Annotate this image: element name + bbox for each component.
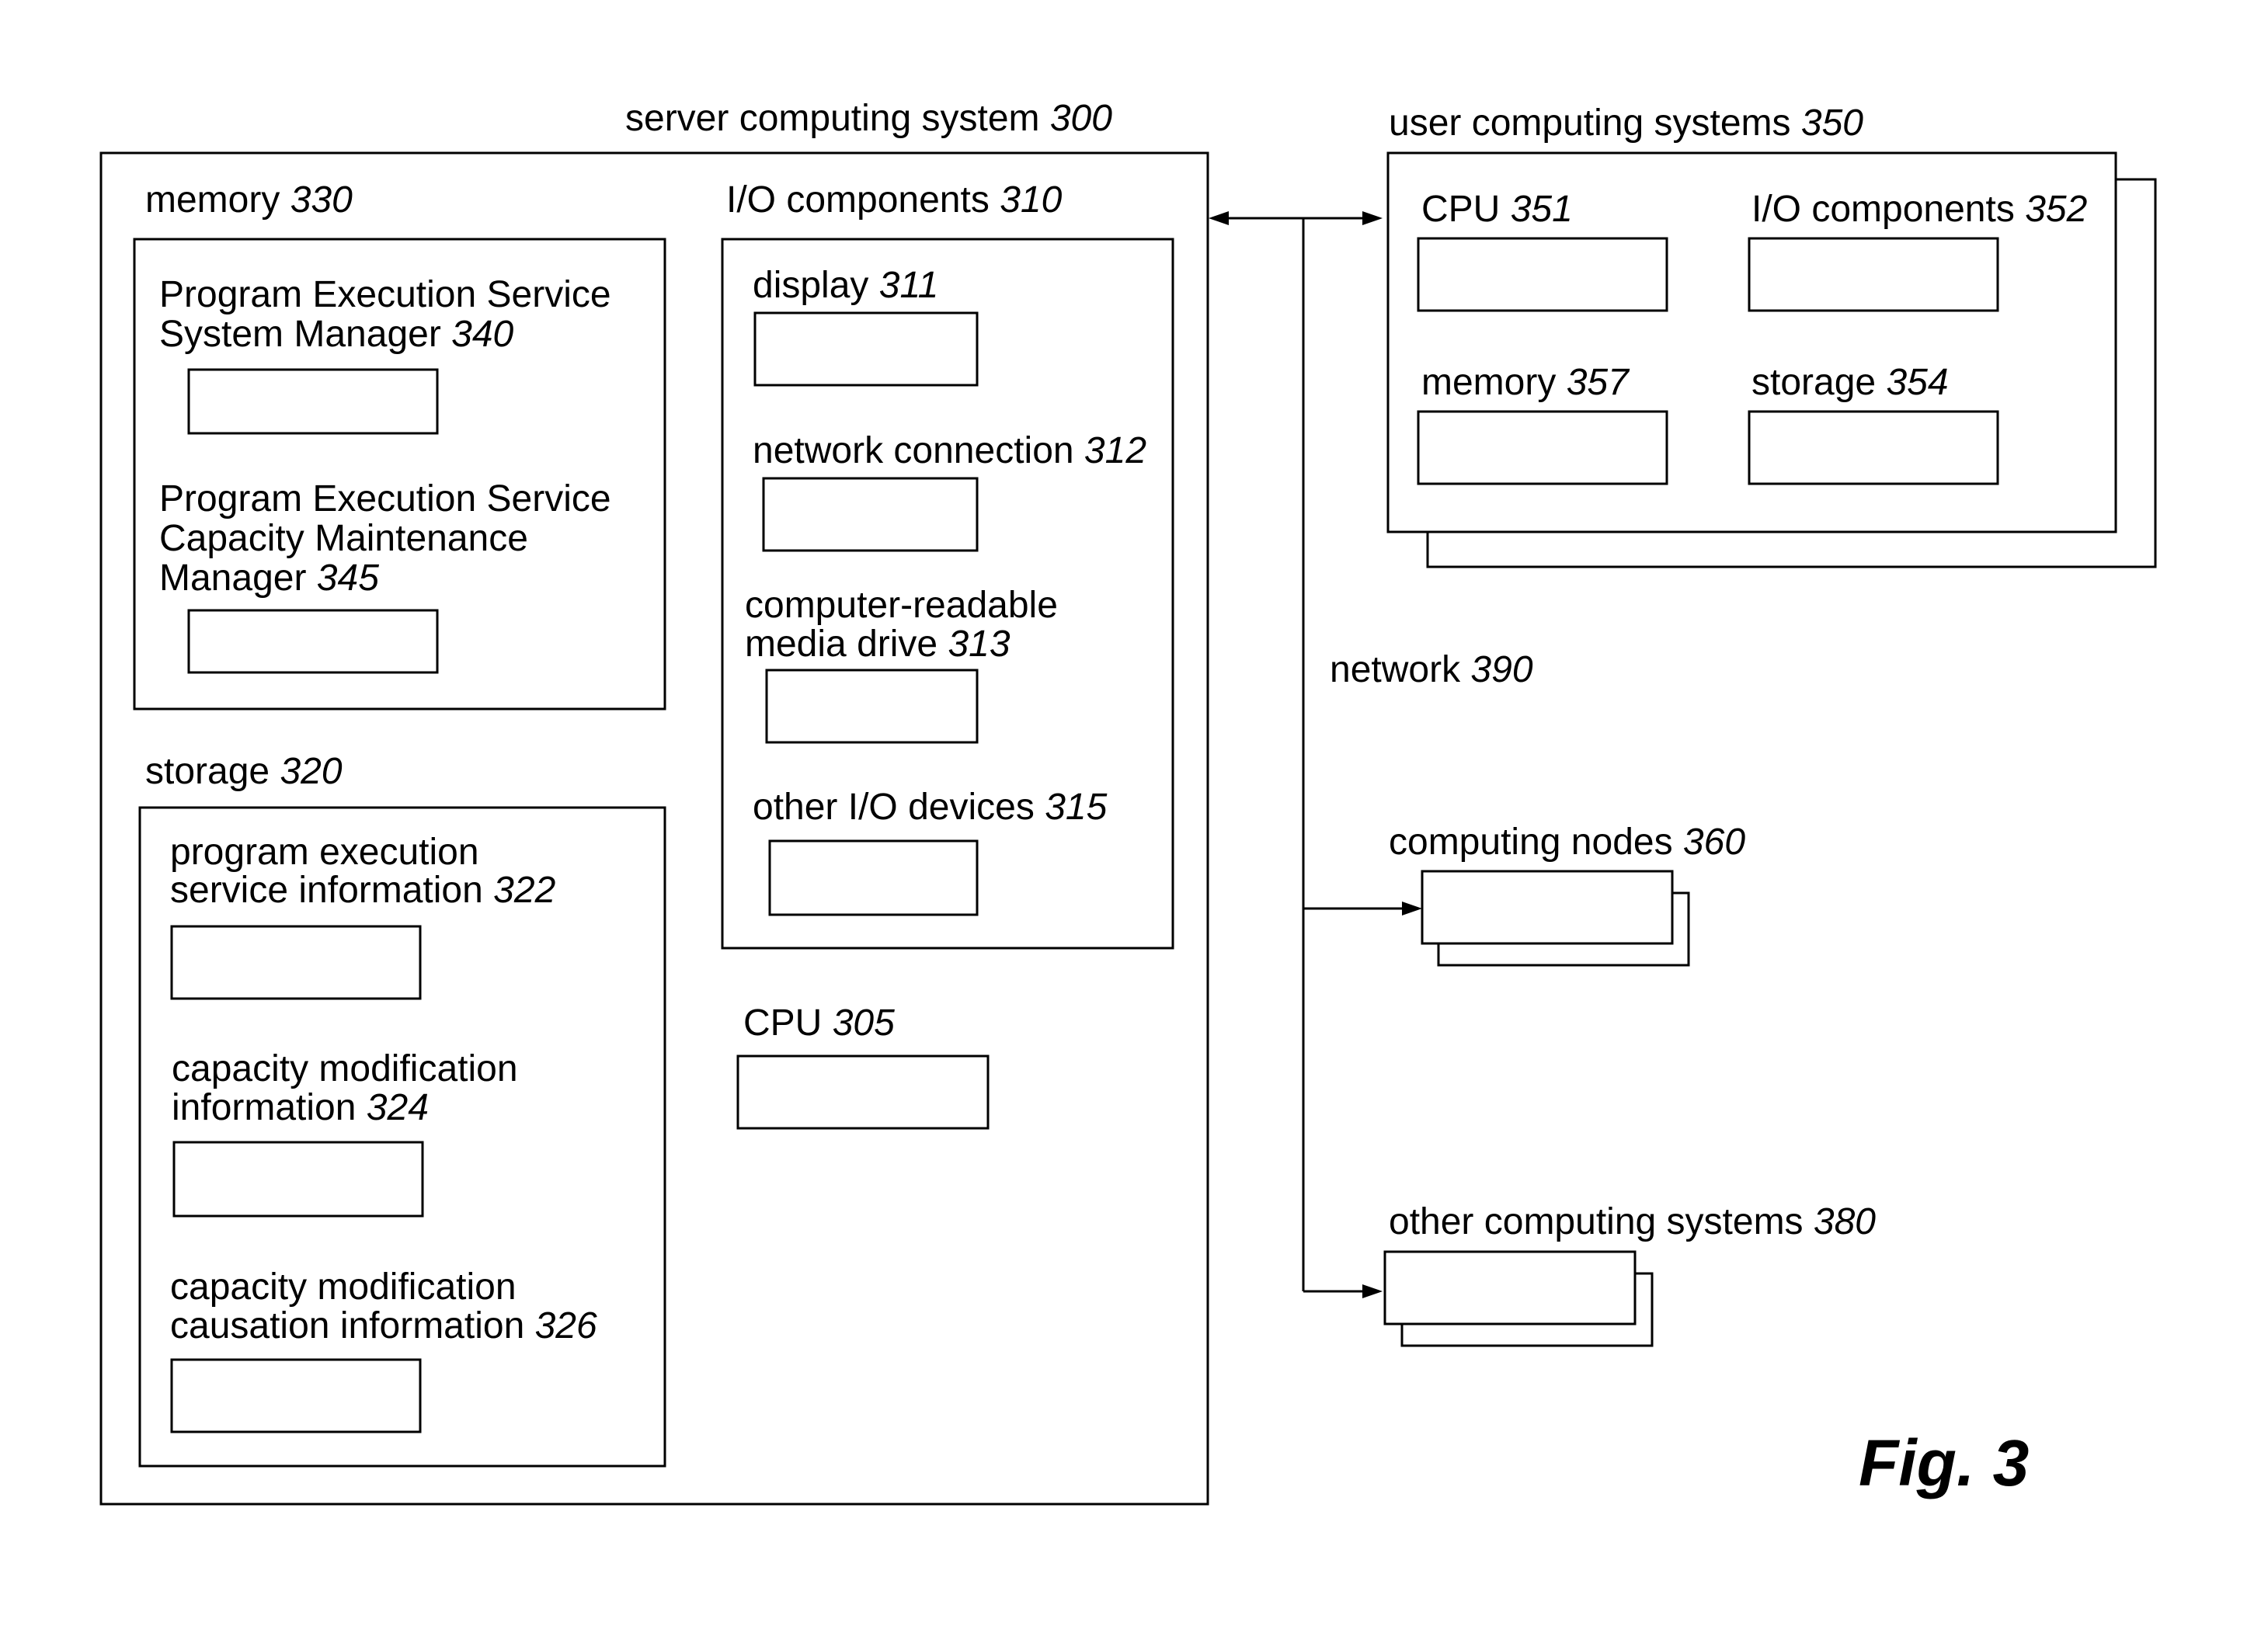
capacity-modification-info-box: [174, 1142, 423, 1216]
storage-title: storage 320: [145, 751, 343, 792]
user-cpu-box: [1418, 238, 1667, 311]
network-connection-label: network connection 312: [753, 430, 1146, 471]
arrowhead-to-server: [1209, 211, 1229, 225]
user-systems-title: user computing systems 350: [1389, 102, 1863, 144]
computing-nodes-box: [1422, 871, 1672, 943]
server-cpu-label: CPU 305: [743, 1002, 895, 1044]
user-storage-box: [1749, 412, 1998, 484]
capacity-maintenance-manager-box: [189, 610, 437, 672]
network-connection-box: [764, 478, 977, 551]
other-systems-box: [1385, 1252, 1635, 1324]
network-label: network 390: [1330, 649, 1533, 690]
system-manager-box: [189, 370, 437, 433]
other-io-devices-label: other I/O devices 315: [753, 787, 1108, 828]
media-drive-box: [767, 670, 977, 742]
arrowhead-to-other-systems: [1362, 1284, 1383, 1298]
display-label: display 311: [753, 265, 938, 306]
display-box: [755, 313, 977, 385]
computing-nodes-label: computing nodes 360: [1389, 822, 1745, 863]
user-storage-label: storage 354: [1751, 362, 1949, 403]
arrowhead-to-computing-nodes: [1402, 902, 1422, 915]
user-cpu-label: CPU 351: [1421, 189, 1573, 230]
memory-title: memory 330: [145, 179, 353, 221]
other-systems-label: other computing systems 380: [1389, 1201, 1876, 1242]
server-title: server computing system 300: [625, 98, 1112, 139]
other-io-devices-box: [770, 841, 977, 915]
user-io-box: [1749, 238, 1998, 311]
server-cpu-box: [738, 1056, 988, 1128]
figure-label: Fig. 3: [1859, 1426, 2029, 1499]
user-memory-box: [1418, 412, 1667, 484]
user-io-label: I/O components 352: [1751, 189, 2087, 230]
arrowhead-to-user-systems: [1362, 211, 1383, 225]
io-components-title: I/O components 310: [726, 179, 1063, 221]
capacity-modification-causation-info-box: [172, 1360, 420, 1432]
user-memory-label: memory 357: [1421, 362, 1630, 403]
program-execution-service-info-box: [172, 926, 420, 999]
